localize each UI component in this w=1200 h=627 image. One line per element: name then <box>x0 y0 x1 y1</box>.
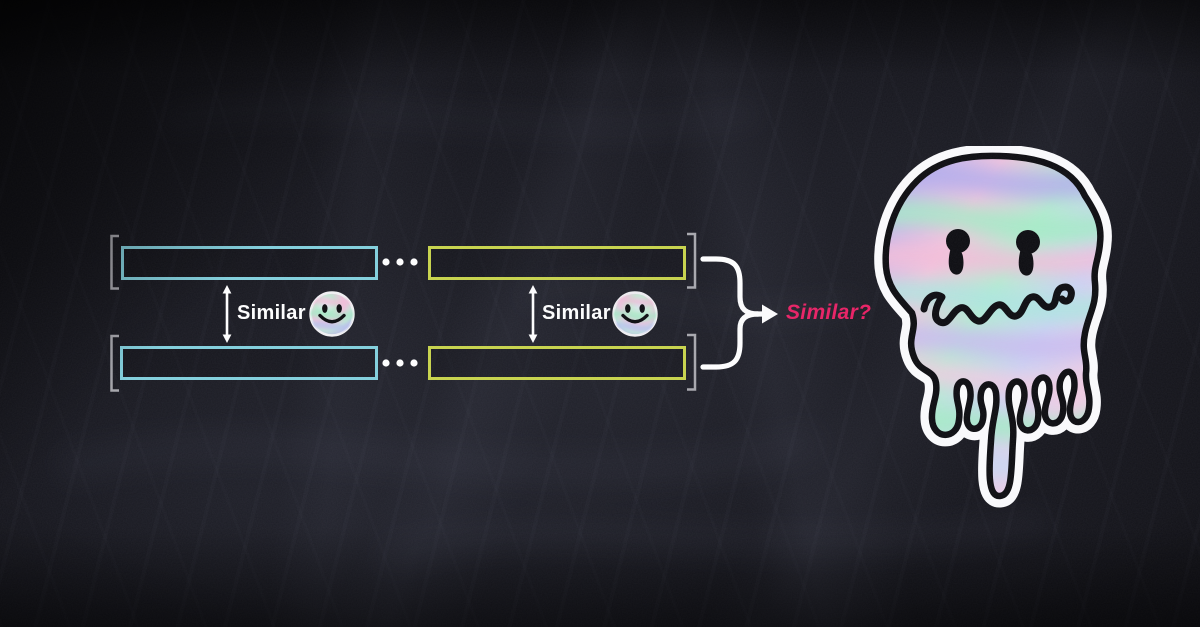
similar-label-right: Similar <box>542 302 611 324</box>
smiley-face-icon <box>612 291 658 337</box>
similar-question-label: Similar? <box>786 301 872 324</box>
ellipsis-dots-icon <box>382 258 418 367</box>
vector-box-top-left <box>121 246 378 280</box>
double-arrow-icon-right <box>528 285 538 343</box>
vector-box-bottom-left <box>120 346 378 380</box>
similar-label-left: Similar <box>237 302 306 324</box>
smiley-face-icon <box>309 291 355 337</box>
arrowhead-icon <box>762 304 778 324</box>
double-arrow-icon-left <box>222 285 232 343</box>
vector-box-bottom-right <box>428 346 686 380</box>
vector-box-top-right <box>428 246 686 280</box>
melting-smiley-sticker <box>874 146 1112 508</box>
merge-arrow-icon <box>700 256 766 370</box>
